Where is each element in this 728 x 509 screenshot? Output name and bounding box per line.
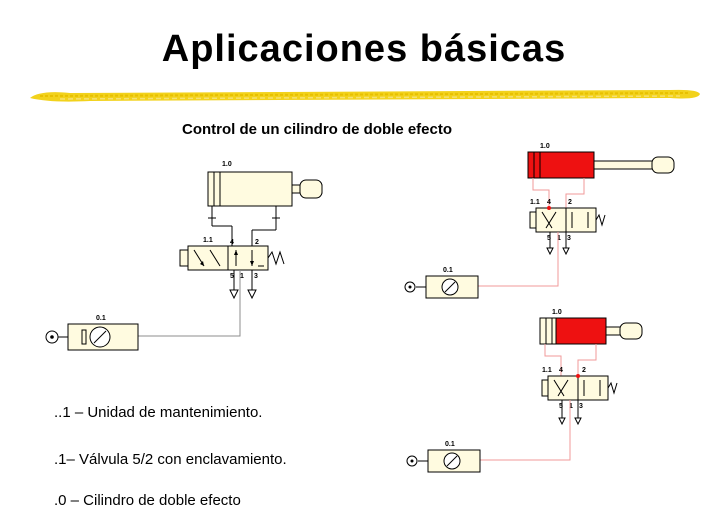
unit-label: 0.1 bbox=[96, 315, 106, 322]
cylinder-1-0-retracting: 1.0 bbox=[539, 309, 643, 345]
port-2-label: 2 bbox=[255, 239, 259, 246]
slide-title: Aplicaciones básicas bbox=[161, 28, 567, 70]
port-4-label: 4 bbox=[547, 199, 551, 206]
port-2-label: 2 bbox=[582, 367, 586, 374]
cylinder-label: 1.0 bbox=[552, 309, 562, 316]
port-4-label: 4 bbox=[230, 239, 234, 246]
valve-1-1-shifted: 1.1 4 2 5 1 3 bbox=[541, 367, 618, 410]
service-unit-0-1: 0.1 bbox=[404, 267, 479, 299]
port-4-label: 4 bbox=[559, 367, 563, 374]
cylinder-1-0: 1.0 bbox=[207, 161, 323, 219]
circuit-left: 1.0 1.1 4 2 5 1 3 bbox=[45, 161, 323, 351]
port-5-label: 5 bbox=[559, 403, 563, 410]
port-2-label: 2 bbox=[568, 199, 572, 206]
diagram-subtitle: Control de un cilindro de doble efecto bbox=[182, 121, 453, 138]
service-unit-0-1: 0.1 bbox=[45, 315, 139, 351]
service-unit-0-1: 0.1 bbox=[406, 441, 481, 473]
port-3-label: 3 bbox=[579, 403, 583, 410]
port-5-label: 5 bbox=[547, 235, 551, 242]
port-1-label: 1 bbox=[557, 235, 561, 242]
port-5-label: 5 bbox=[230, 273, 234, 280]
valve-label: 1.1 bbox=[530, 199, 540, 206]
caption-cylinder: .0 – Cilindro de doble efecto bbox=[54, 492, 241, 509]
cylinder-1-0-extended: 1.0 bbox=[527, 143, 675, 179]
port-1-label: 1 bbox=[240, 273, 244, 280]
port-3-label: 3 bbox=[567, 235, 571, 242]
valve-1-1: 1.1 4 2 5 1 3 bbox=[179, 237, 285, 280]
valve-label: 1.1 bbox=[542, 367, 552, 374]
unit-label: 0.1 bbox=[443, 267, 453, 274]
valve-label: 1.1 bbox=[203, 237, 213, 244]
circuit-right-bottom: 1.0 1.1 4 2 5 1 3 bbox=[406, 309, 643, 473]
port-1-label: 1 bbox=[569, 403, 573, 410]
caption-service-unit: ..1 – Unidad de mantenimiento. bbox=[54, 404, 263, 421]
circuit-right-top: 1.0 1.1 4 2 5 1 3 bbox=[404, 143, 675, 299]
valve-1-1-shifted: 1.1 4 2 5 1 3 bbox=[529, 199, 606, 242]
port-3-label: 3 bbox=[254, 273, 258, 280]
cylinder-label: 1.0 bbox=[540, 143, 550, 150]
title-underline-brush bbox=[30, 89, 700, 102]
unit-label: 0.1 bbox=[445, 441, 455, 448]
caption-valve: .1– Válvula 5/2 con enclavamiento. bbox=[54, 451, 287, 468]
cylinder-label: 1.0 bbox=[222, 161, 232, 168]
